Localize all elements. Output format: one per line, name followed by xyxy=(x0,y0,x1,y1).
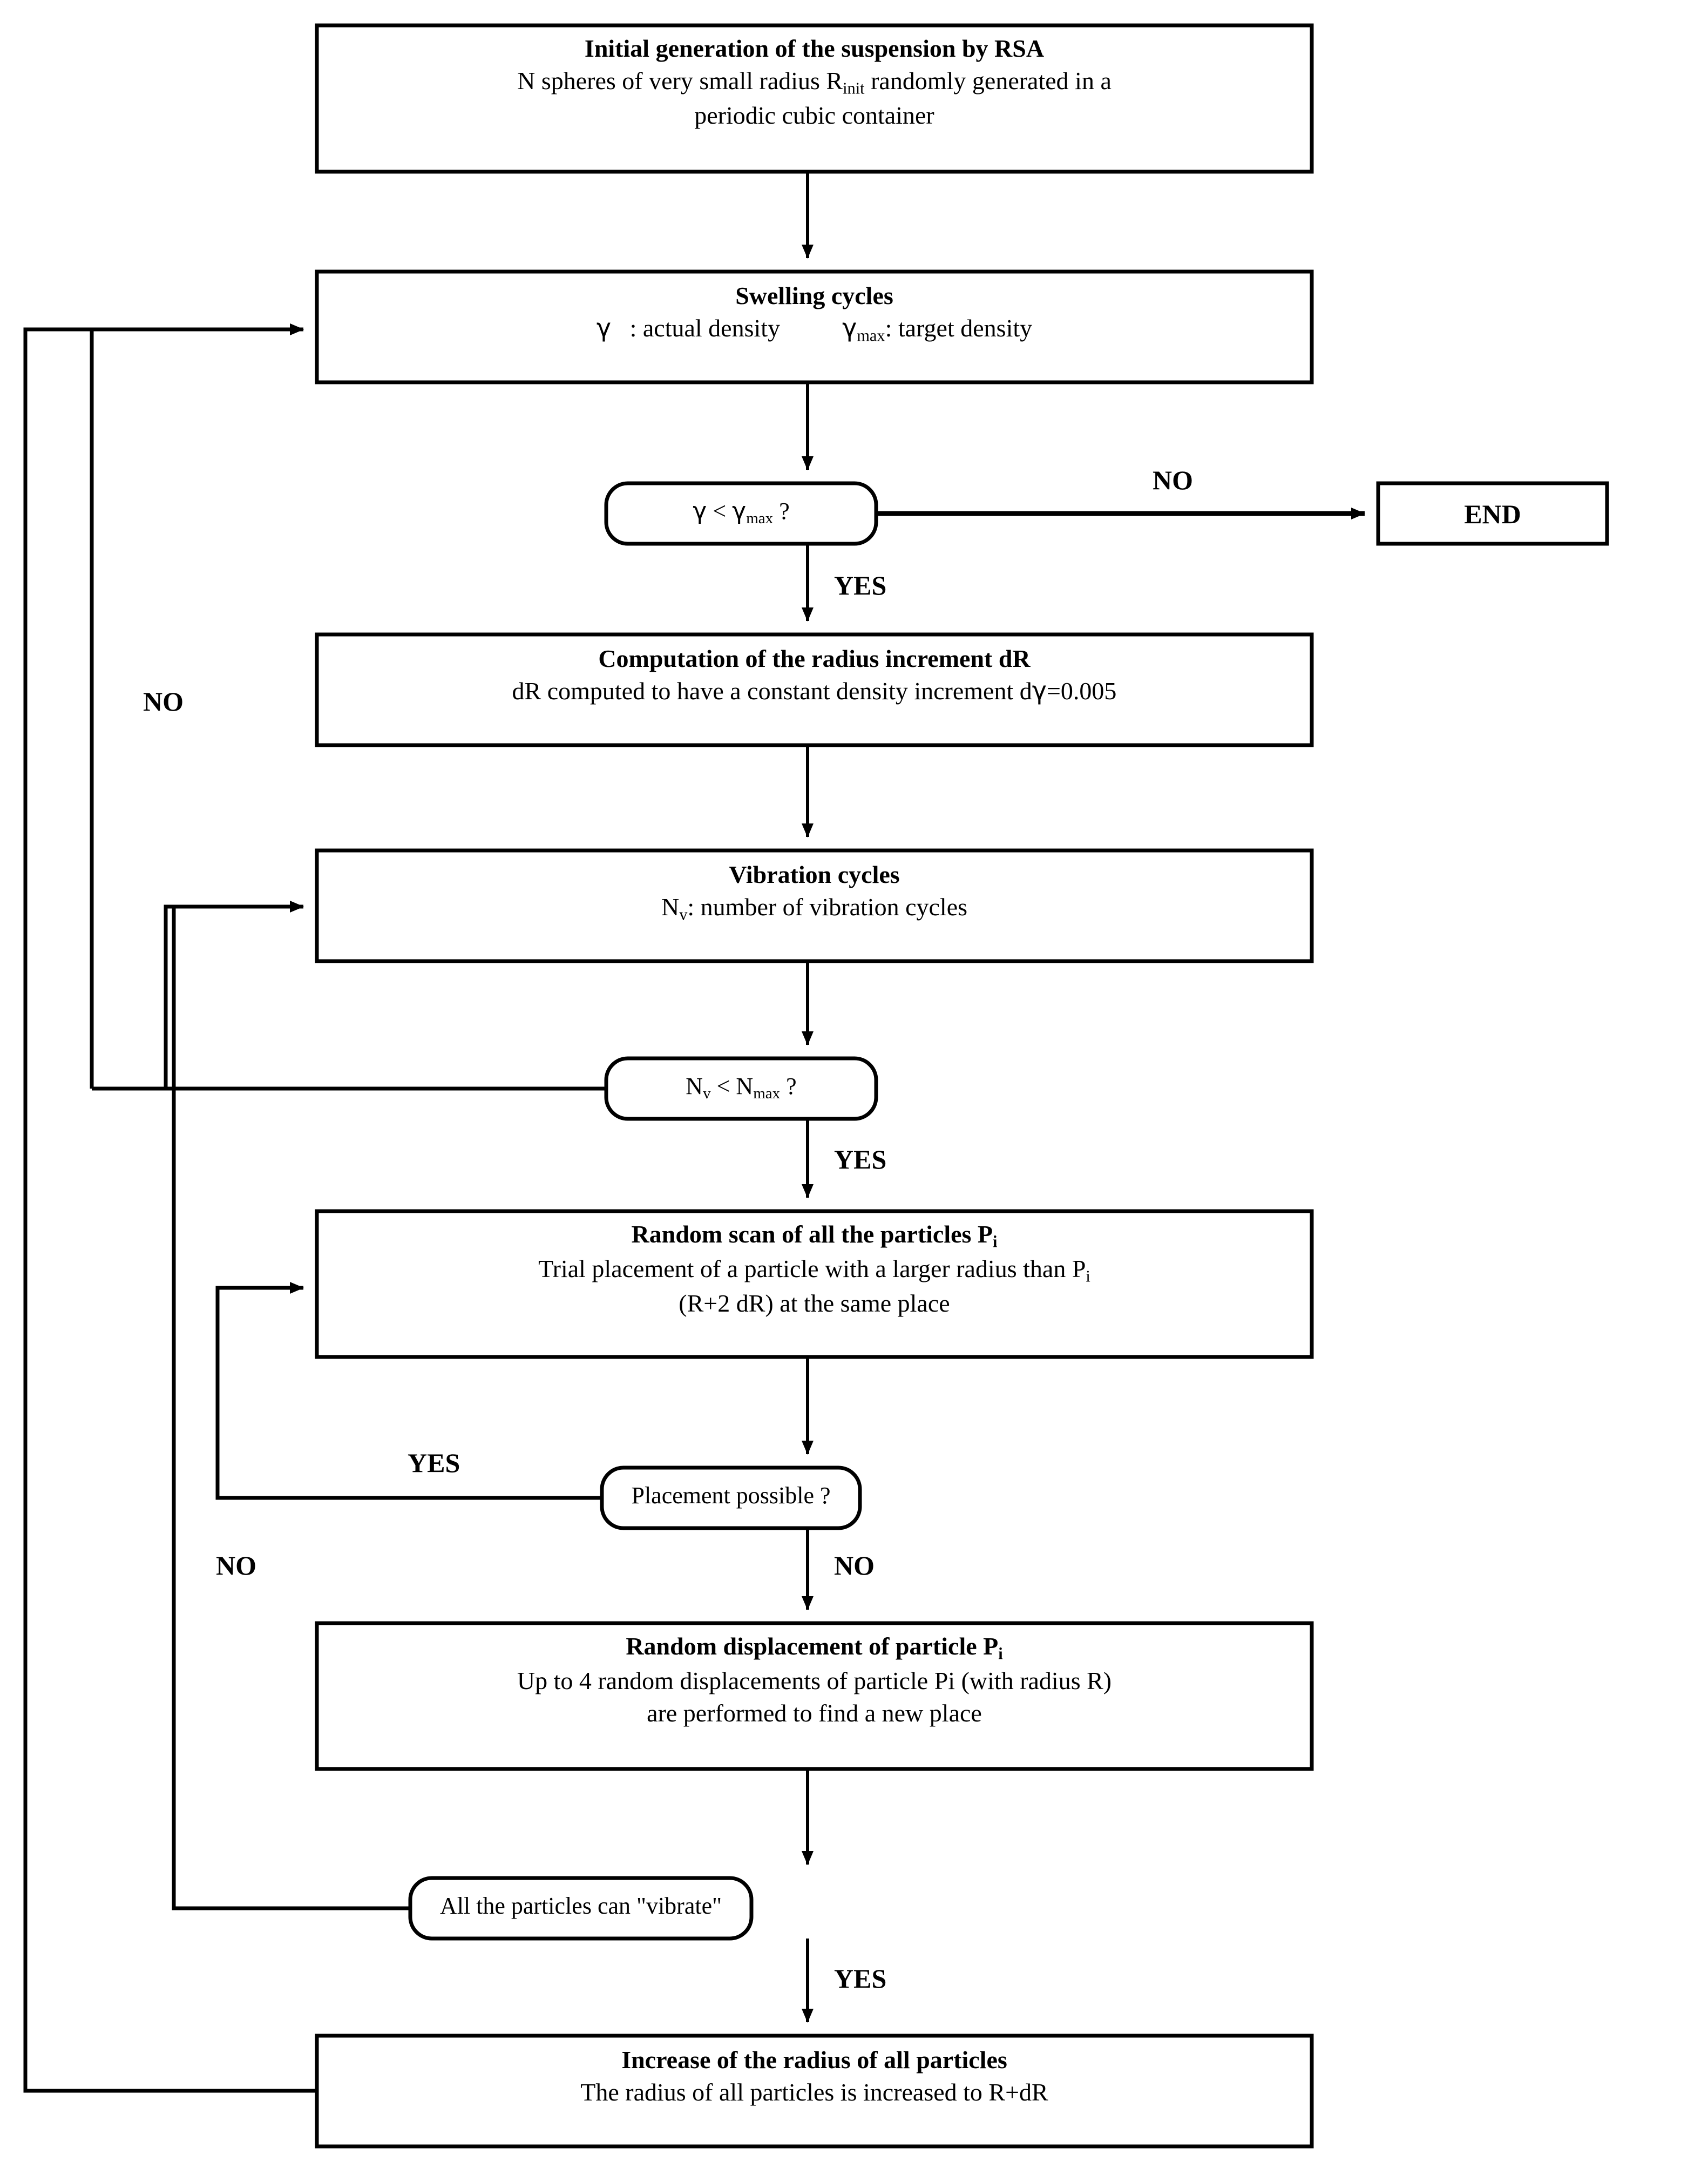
node-rsa-text: Initial generation of the suspension by … xyxy=(324,32,1305,132)
node-displacement-text: Random displacement of particle Pi Up to… xyxy=(324,1630,1305,1730)
node-end-shape xyxy=(1376,481,1609,546)
node-scan-title: Random scan of all the particles Pi xyxy=(631,1220,998,1251)
node-swelling-title: Swelling cycles xyxy=(735,282,893,309)
node-dr-shape xyxy=(315,632,1314,747)
node-scan-line3: (R+2 dR) at the same place xyxy=(679,1289,950,1317)
edge-nvtest-no-outer-rail xyxy=(90,323,304,1089)
edge-placementtest-yes-loop xyxy=(215,1282,602,1500)
node-scan-line2: Trial placement of a particle with a lar… xyxy=(538,1254,1090,1286)
node-vibration-text: Vibration cycles Nv: number of vibration… xyxy=(324,859,1305,926)
node-vibration-shape xyxy=(315,848,1314,963)
node-increase-text: Increase of the radius of all particles … xyxy=(324,2044,1305,2109)
node-scan-text: Random scan of all the particles Pi Tria… xyxy=(324,1218,1305,1320)
node-increase-shape xyxy=(315,2034,1314,2149)
node-dr-title: Computation of the radius increment dR xyxy=(598,645,1031,672)
node-displacement-title: Random displacement of particle Pi xyxy=(626,1632,1003,1663)
edge-vibratetest-no-loop xyxy=(172,907,410,1910)
node-swelling-line2: γ : actual density γmax: target density xyxy=(596,313,1033,345)
node-increase-line2: The radius of all particles is increased… xyxy=(580,2078,1048,2106)
node-displacement-line2: Up to 4 random displacements of particle… xyxy=(517,1666,1112,1694)
edge-increase-to-swelling-loop xyxy=(23,323,317,2093)
node-end-text: END xyxy=(1464,499,1521,529)
node-rsa-shape xyxy=(315,23,1314,174)
edge-label-gamma-no: NO xyxy=(1153,465,1193,495)
node-gamma-test-text: γ < γmax ? xyxy=(693,497,790,528)
edge-label-vibrate-no: NO xyxy=(216,1550,256,1581)
edge-label-gamma-yes: YES xyxy=(834,570,887,600)
node-displacement-line3: are performed to find a new place xyxy=(647,1699,982,1727)
node-rsa-line3: periodic cubic container xyxy=(694,101,934,129)
node-swelling-text: Swelling cycles γ : actual density γmax:… xyxy=(324,280,1305,347)
edge-label-placement-no: NO xyxy=(834,1550,875,1581)
node-rsa-line2: N spheres of very small radius Rinit ran… xyxy=(517,66,1111,98)
edge-label-nv-yes: YES xyxy=(834,1144,887,1174)
node-rsa-title: Initial generation of the suspension by … xyxy=(584,35,1045,62)
edge-label-vibrate-yes: YES xyxy=(834,1963,887,1994)
node-vibration-title: Vibration cycles xyxy=(729,861,900,888)
node-dr-line2: dR computed to have a constant density i… xyxy=(512,676,1117,705)
node-increase-title: Increase of the radius of all particles xyxy=(621,2046,1007,2074)
node-swelling-shape xyxy=(315,269,1314,384)
node-scan-shape xyxy=(315,1209,1314,1359)
node-vibrate-test-text: All the particles can "vibrate" xyxy=(439,1893,722,1919)
node-displacement-shape xyxy=(315,1621,1314,1771)
node-placement-test-text: Placement possible ? xyxy=(631,1482,831,1509)
edge-label-placement-yes: YES xyxy=(408,1448,460,1478)
node-dr-text: Computation of the radius increment dR d… xyxy=(324,643,1305,707)
node-nv-test-text: Nv < Nmax ? xyxy=(686,1073,797,1103)
edge-label-nv-no: NO xyxy=(143,686,184,717)
node-vibration-line2: Nv: number of vibration cycles xyxy=(661,893,968,924)
edge-nvtest-no-loop xyxy=(164,901,606,1091)
